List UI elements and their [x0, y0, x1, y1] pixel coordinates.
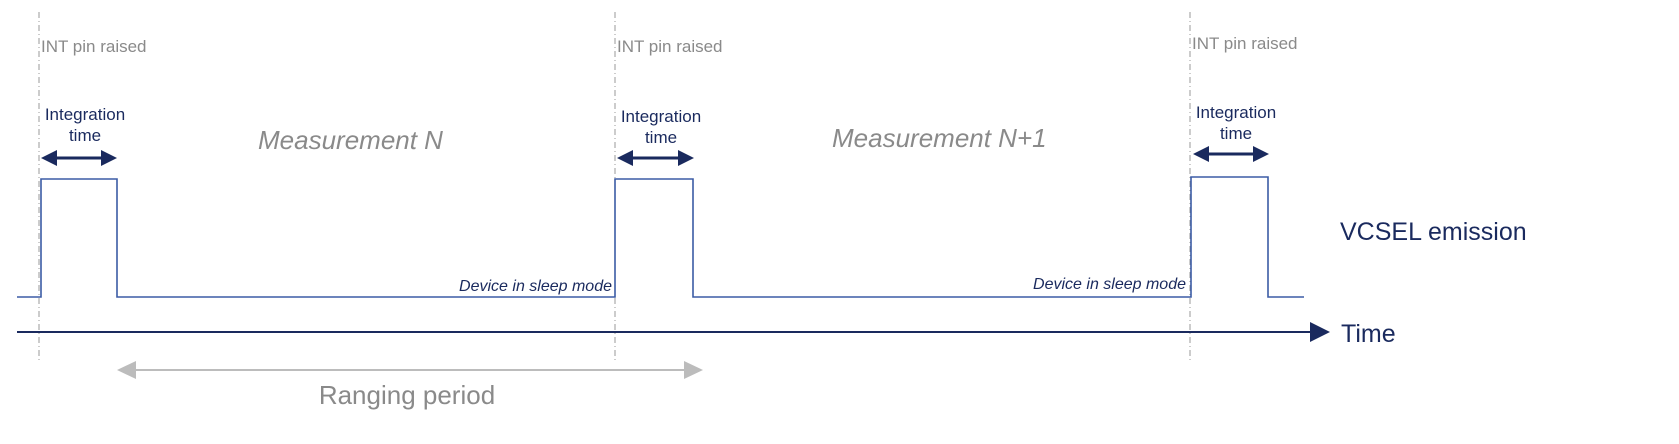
integration-arrow-3	[1193, 146, 1269, 162]
int-pin-label-1: INT pin raised	[41, 37, 147, 56]
ranging-period-arrow	[117, 361, 703, 379]
integration-arrow-2	[617, 150, 694, 166]
measurement-label-n1: Measurement N+1	[832, 123, 1047, 153]
integration-label-3a: Integration	[1196, 103, 1276, 122]
integration-label-1a: Integration	[45, 105, 125, 124]
integration-label-2b: time	[645, 128, 677, 147]
vcsel-waveform	[17, 176, 1304, 298]
time-axis-label: Time	[1341, 320, 1396, 348]
vcsel-emission-label: VCSEL emission	[1340, 218, 1527, 246]
measurement-label-n: Measurement N	[258, 125, 443, 155]
sleep-label-2: Device in sleep mode	[1033, 276, 1186, 293]
time-axis-arrowhead	[1310, 322, 1330, 342]
integration-label-2a: Integration	[621, 107, 701, 126]
int-pin-label-3: INT pin raised	[1192, 34, 1298, 53]
integration-label-1b: time	[69, 126, 101, 145]
int-pin-label-2: INT pin raised	[617, 37, 723, 56]
sleep-label-1: Device in sleep mode	[459, 278, 612, 295]
integration-label-3b: time	[1220, 124, 1252, 143]
ranging-period-label: Ranging period	[319, 380, 495, 410]
integration-arrow-1	[41, 150, 117, 166]
